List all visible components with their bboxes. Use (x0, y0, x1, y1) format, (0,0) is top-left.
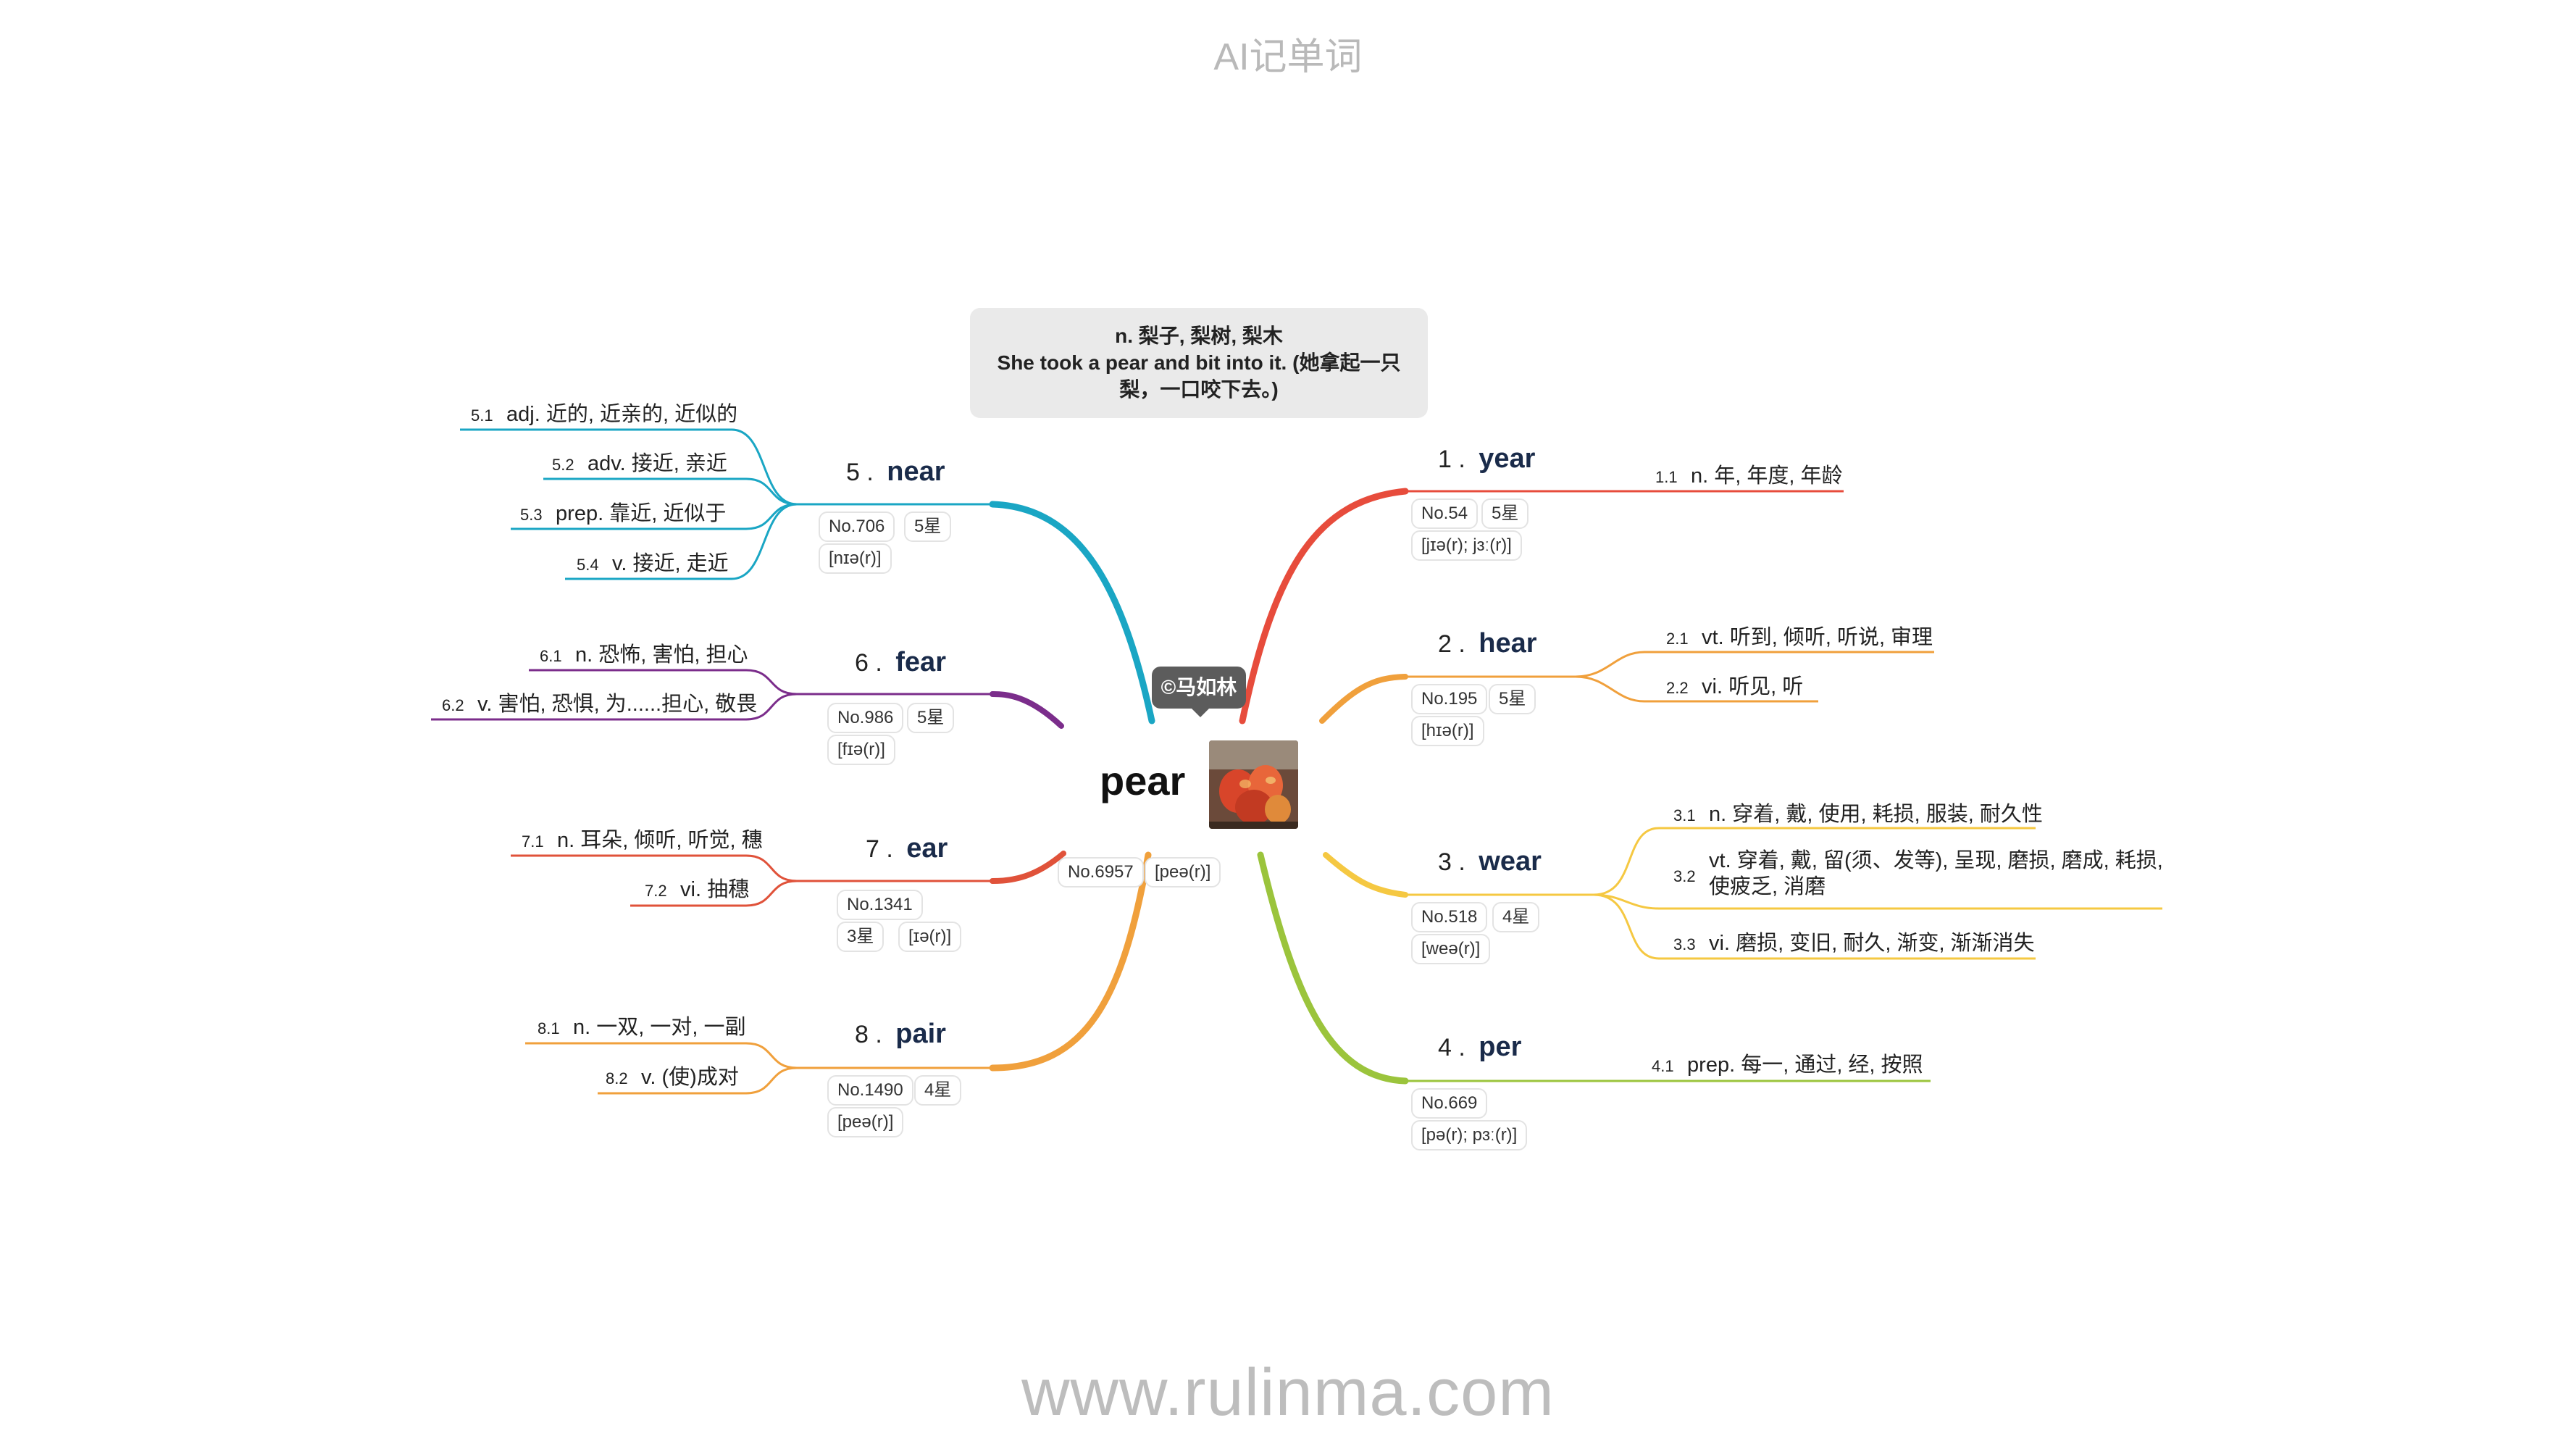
stars-badge: 3星 (837, 922, 885, 952)
sub-item-6-1[interactable]: 6.1 n. 恐怖, 害怕, 担心 (540, 643, 748, 667)
branch-pair[interactable]: 8 . pair (855, 1019, 946, 1050)
stars-badge: 5星 (1481, 498, 1529, 529)
stars-badge: 4星 (1492, 902, 1540, 932)
branch-near[interactable]: 5 . near (846, 456, 945, 488)
stars-badge: 5星 (907, 703, 955, 733)
note-definition: n. 梨子, 梨树, 梨木 (1115, 325, 1283, 347)
branch-wear[interactable]: 3 . wear (1438, 846, 1542, 877)
stars-badge: 4星 (914, 1075, 962, 1106)
pear-image (1209, 740, 1298, 829)
sub-item-8-2[interactable]: 8.2 v. (使)成对 (606, 1066, 739, 1089)
branch-index: 1 . (1438, 446, 1465, 473)
phonetic-badge: [hɪə(r)] (1411, 716, 1484, 746)
center-rank-badge: No.6957 (1058, 857, 1144, 888)
branch-word: hear (1479, 628, 1537, 659)
note-example: She took a pear and bit into it. (她拿起一只 (997, 351, 1401, 374)
branch-fear[interactable]: 6 . fear (855, 647, 946, 678)
sub-item-1-1[interactable]: 1.1 n. 年, 年度, 年龄 (1655, 464, 1843, 488)
link-per (1257, 851, 1409, 1085)
branch-index: 3 . (1438, 848, 1465, 876)
sub-item-2-1[interactable]: 2.1 vt. 听到, 倾听, 听说, 审理 (1666, 626, 1933, 649)
branch-index: 4 . (1438, 1034, 1465, 1061)
note-translation: 梨，一口咬下去。) (1119, 378, 1279, 401)
phonetic-badge: [ɪə(r)] (898, 922, 962, 952)
phonetic-badge: [peə(r)] (827, 1107, 904, 1137)
site-url: www.rulinma.com (1021, 1356, 1555, 1429)
sub-item-7-1[interactable]: 7.1 n. 耳朵, 倾听, 听觉, 穗 (522, 829, 763, 852)
definition-note: n. 梨子, 梨树, 梨木 She took a pear and bit in… (970, 308, 1428, 418)
phonetic-badge: [weə(r)] (1411, 934, 1491, 964)
branch-ear[interactable]: 7 . ear (866, 833, 948, 864)
sub-item-3-1[interactable]: 3.1 n. 穿着, 戴, 使用, 耗损, 服装, 耐久性 (1673, 803, 2043, 826)
sub-item-5-1[interactable]: 5.1 adj. 近的, 近亲的, 近似的 (471, 403, 738, 426)
branch-per[interactable]: 4 . per (1438, 1032, 1521, 1063)
branch-index: 2 . (1438, 630, 1465, 658)
branch-year[interactable]: 1 . year (1438, 443, 1535, 475)
branch-index: 7 . (866, 835, 893, 863)
rank-badge: No.195 (1411, 684, 1488, 714)
link-near (989, 501, 1155, 724)
phonetic-badge: [pə(r); pɜː(r)] (1411, 1120, 1528, 1151)
link-wear (1323, 852, 1408, 898)
rank-badge: No.986 (827, 703, 904, 733)
branch-word: year (1479, 443, 1536, 474)
center-phonetic-badge: [peə(r)] (1145, 857, 1221, 888)
sub-item-3-3[interactable]: 3.3 vi. 磨损, 变旧, 耐久, 渐变, 渐渐消失 (1673, 932, 2035, 955)
stars-badge: 5星 (904, 511, 952, 542)
branch-index: 8 . (855, 1021, 882, 1048)
rank-badge: No.1341 (837, 890, 923, 920)
sub-item-5-3[interactable]: 5.3 prep. 靠近, 近似于 (520, 502, 727, 525)
branch-hear[interactable]: 2 . hear (1438, 628, 1537, 659)
branch-word: ear (906, 833, 948, 864)
link-hear (1319, 674, 1408, 724)
sub-item-5-2[interactable]: 5.2 adv. 接近, 亲近 (552, 452, 727, 475)
rank-badge: No.54 (1411, 498, 1479, 529)
branch-index: 5 . (846, 459, 874, 486)
branch-word: wear (1479, 846, 1542, 877)
phonetic-badge: [nɪə(r)] (819, 543, 892, 574)
branch-word: pair (895, 1019, 946, 1049)
link-ear (990, 851, 1066, 884)
sub-item-3-2[interactable]: 3.2 vt. 穿着, 戴, 留(须、发等), 呈现, 磨损, 磨成, 耗损, … (1673, 849, 2163, 898)
sub-item-4-1[interactable]: 4.1 prep. 每一, 通过, 经, 按照 (1652, 1053, 1923, 1077)
rank-badge: No.706 (819, 511, 895, 542)
copyright-tag: ©马如林 (1152, 667, 1246, 717)
link-year (1239, 488, 1409, 724)
rank-badge: No.518 (1411, 902, 1488, 932)
phonetic-badge: [jɪə(r); jɜː(r)] (1411, 530, 1522, 561)
stars-badge: 5星 (1489, 684, 1536, 714)
sub-item-5-4[interactable]: 5.4 v. 接近, 走近 (577, 552, 729, 575)
phonetic-badge: [fɪə(r)] (827, 735, 895, 765)
link-fear (990, 691, 1064, 729)
rank-badge: No.1490 (827, 1075, 913, 1106)
app-title: AI记单词 (1213, 36, 1363, 78)
branch-word: near (887, 456, 945, 487)
center-word[interactable]: pear (1100, 758, 1186, 803)
sub-item-6-2[interactable]: 6.2 v. 害怕, 恐惧, 为......担心, 敬畏 (442, 693, 758, 716)
link-pair (989, 851, 1152, 1072)
branch-word: per (1479, 1032, 1522, 1062)
sub-item-2-2[interactable]: 2.2 vi. 听见, 听 (1666, 675, 1804, 698)
rank-badge: No.669 (1411, 1088, 1488, 1119)
sub-item-7-2[interactable]: 7.2 vi. 抽穗 (645, 878, 750, 901)
branch-index: 6 . (855, 649, 882, 677)
sub-item-8-1[interactable]: 8.1 n. 一双, 一对, 一副 (538, 1016, 746, 1039)
branch-word: fear (895, 647, 946, 677)
